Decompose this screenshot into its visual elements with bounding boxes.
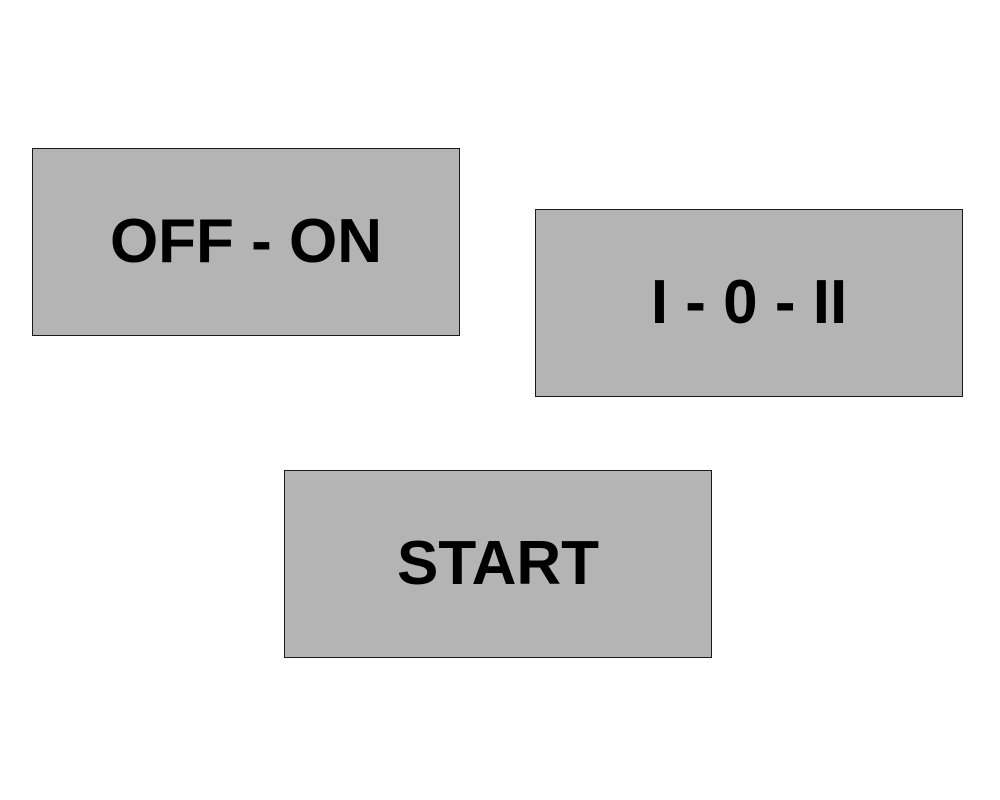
off-on-button-label: OFF - ON	[109, 207, 383, 276]
i-0-ii-selector-button[interactable]: I - 0 - II	[535, 209, 963, 397]
i-0-ii-selector-label: I - 0 - II	[650, 268, 848, 337]
start-button-label: START	[396, 529, 600, 598]
start-button[interactable]: START	[284, 470, 712, 658]
off-on-button[interactable]: OFF - ON	[32, 148, 460, 336]
